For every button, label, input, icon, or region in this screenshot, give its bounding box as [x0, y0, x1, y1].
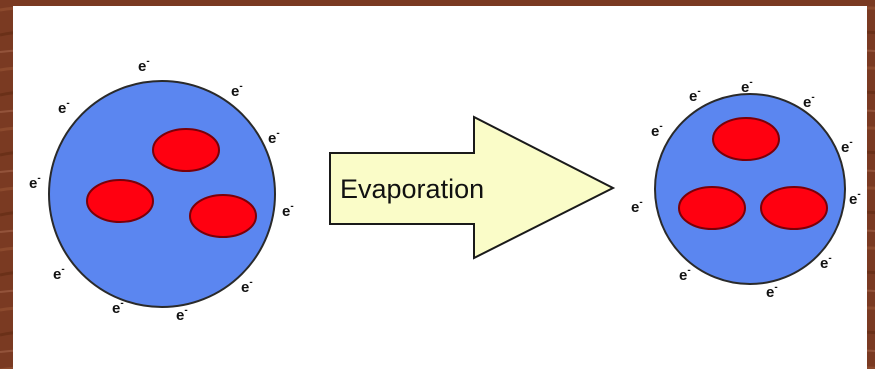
droplet-after [654, 93, 846, 285]
electron-label: e- [689, 86, 701, 105]
electron-charge-sign: - [290, 201, 293, 212]
frame-top [0, 0, 875, 6]
droplet-before [48, 80, 276, 308]
electron-label: e- [631, 197, 643, 216]
electron-label: e- [849, 189, 861, 208]
inner-blob [86, 179, 154, 223]
electron-charge-sign: - [697, 86, 700, 97]
electron-label: e- [841, 137, 853, 156]
inner-blob [189, 194, 257, 238]
electron-charge-sign: - [849, 137, 852, 148]
electron-labels: e-e-e-e-e-e-e-e-e-e-e-e-e-e-e-e-e-e-e-e- [29, 56, 861, 324]
arrow-label: Evaporation [340, 174, 484, 204]
evaporation-arrow: Evaporation [329, 115, 616, 260]
electron-label: e- [53, 264, 65, 283]
droplet-after-body [654, 93, 846, 285]
inner-blob [678, 186, 746, 230]
electron-label: e- [282, 201, 294, 220]
electron-label: e- [138, 56, 150, 75]
inner-blob [760, 186, 828, 230]
electron-charge-sign: - [687, 265, 690, 276]
frame-right [867, 0, 875, 369]
electron-charge-sign: - [857, 189, 860, 200]
electron-charge-sign: - [639, 197, 642, 208]
electron-label: e- [231, 81, 243, 100]
electron-charge-sign: - [774, 282, 777, 293]
electron-label: e- [679, 265, 691, 284]
electron-charge-sign: - [749, 77, 752, 88]
electron-label: e- [803, 92, 815, 111]
electron-label: e- [176, 305, 188, 324]
electron-charge-sign: - [184, 305, 187, 316]
electron-charge-sign: - [828, 253, 831, 264]
electron-charge-sign: - [120, 298, 123, 309]
droplet-before-body [48, 80, 276, 308]
frame-left [0, 0, 13, 369]
inner-blob [712, 117, 780, 161]
electron-charge-sign: - [146, 56, 149, 67]
electron-label: e- [268, 128, 280, 147]
electron-charge-sign: - [66, 98, 69, 109]
electron-charge-sign: - [659, 121, 662, 132]
electron-label: e- [766, 282, 778, 301]
electron-label: e- [651, 121, 663, 140]
electron-charge-sign: - [249, 277, 252, 288]
electron-charge-sign: - [811, 92, 814, 103]
electron-charge-sign: - [239, 81, 242, 92]
electron-label: e- [58, 98, 70, 117]
electron-label: e- [29, 173, 41, 192]
electron-label: e- [820, 253, 832, 272]
electron-label: e- [241, 277, 253, 296]
electron-label: e- [112, 298, 124, 317]
electron-label: e- [741, 77, 753, 96]
electron-charge-sign: - [61, 264, 64, 275]
inner-blob [152, 128, 220, 172]
arrow-shape [329, 115, 616, 260]
electron-charge-sign: - [276, 128, 279, 139]
electron-charge-sign: - [37, 173, 40, 184]
